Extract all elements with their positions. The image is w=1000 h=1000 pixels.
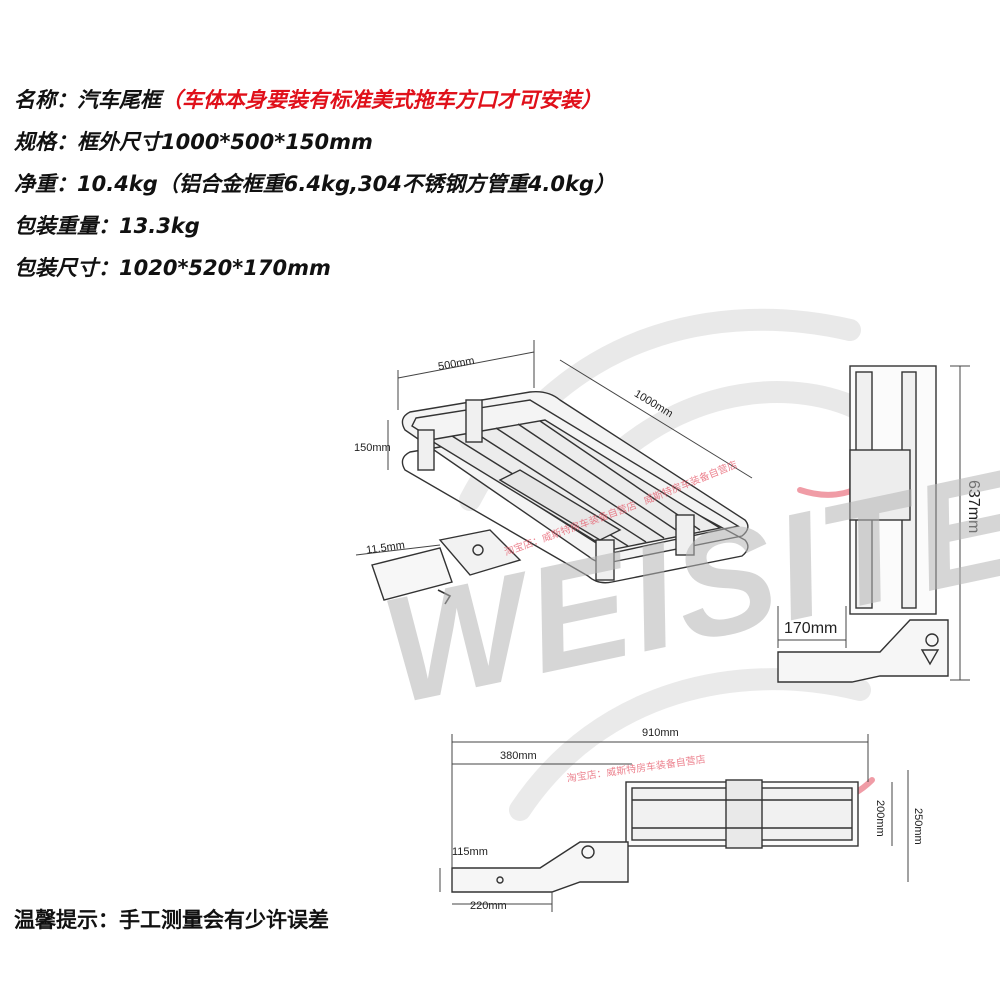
footer-tip-line: 温馨提示：手工测量会有少许误差 xyxy=(14,904,329,934)
spec-name-note: （车体本身要装有标准美式拖车方口才可安装） xyxy=(161,88,602,112)
spec-package-weight-line: 包装重量：13.3kg xyxy=(14,210,200,240)
spec-net-weight-line: 净重：10.4kg（铝合金框重6.4kg,304不锈钢方管重4.0kg） xyxy=(14,168,615,198)
spec-package-size-line: 包装尺寸：1020*520*170mm xyxy=(14,252,331,282)
top-total-dimension: 910mm xyxy=(642,727,679,739)
spec-name-line: 名称：汽车尾框（车体本身要装有标准美式拖车方口才可安装） xyxy=(14,84,602,114)
spec-size-value: 框外尺寸1000*500*150mm xyxy=(77,130,373,154)
side-view-drawing xyxy=(777,365,949,683)
spec-package-size-label: 包装尺寸： xyxy=(14,256,119,280)
spec-package-weight-value: 13.3kg xyxy=(119,214,200,238)
top-view-dimension-lines xyxy=(439,734,909,912)
top-total-height-dimension: 250mm xyxy=(912,808,924,845)
footer-tip-label: 温馨提示： xyxy=(14,908,119,932)
top-view-drawing xyxy=(451,779,859,893)
iso-dimension-lines xyxy=(355,340,753,556)
spec-name-value: 汽车尾框 xyxy=(77,88,161,112)
top-tube-length-dimension: 220mm xyxy=(470,900,507,912)
spec-package-weight-label: 包装重量： xyxy=(14,214,119,238)
footer-tip-value: 手工测量会有少许误差 xyxy=(119,908,329,932)
spec-net-weight-label: 净重： xyxy=(14,172,77,196)
spec-name-label: 名称： xyxy=(14,88,77,112)
top-tube-height-dimension: 115mm xyxy=(452,846,488,858)
spec-net-weight-value: 10.4kg（铝合金框重6.4kg,304不锈钢方管重4.0kg） xyxy=(77,172,616,196)
top-arm-dimension: 380mm xyxy=(500,750,537,762)
top-frame-height-dimension: 200mm xyxy=(874,800,886,837)
spec-size-label: 规格： xyxy=(14,130,77,154)
iso-cargo-carrier xyxy=(371,390,749,605)
spec-size-line: 规格：框外尺寸1000*500*150mm xyxy=(14,126,373,156)
spec-package-size-value: 1020*520*170mm xyxy=(119,256,331,280)
side-view-dimension-lines xyxy=(777,365,970,681)
iso-height-dimension: 150mm xyxy=(354,442,391,454)
side-depth-dimension: 170mm xyxy=(784,620,838,637)
